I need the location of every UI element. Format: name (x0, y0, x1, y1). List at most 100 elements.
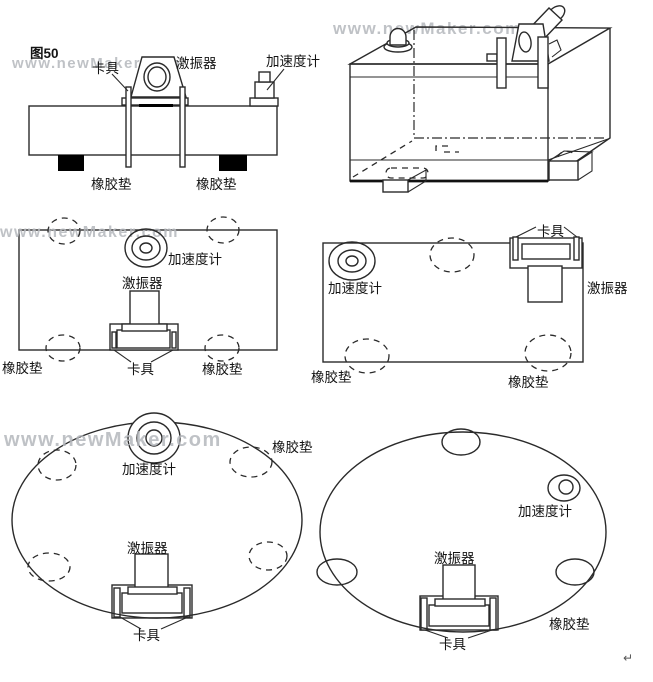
diagram-side-view: www.newMaker.com 图50 卡具 激振器 加速度计 橡胶垫 橡胶垫 (11, 46, 320, 192)
clamp-rod (496, 37, 507, 89)
clamp-jaw (171, 331, 177, 349)
exciter-clamp-assembly (111, 553, 193, 619)
contact-strip (139, 104, 173, 107)
label-rubber-pad: 橡胶垫 (508, 374, 549, 390)
rubber-pad-outline (524, 334, 572, 372)
hidden-edge (352, 140, 413, 178)
leader-line (515, 226, 537, 238)
diagram-plan-circle-left: www.newMaker.com 加速度计 橡胶垫 激振器 卡具 (3, 412, 313, 643)
watermark-text: www.newMaker.com (3, 429, 222, 451)
label-clamp: 卡具 (127, 362, 154, 377)
label-rubber-pad: 橡胶垫 (91, 176, 132, 192)
clamp-jaw (512, 236, 519, 261)
diagram-plan-circle-right: 加速度计 激振器 卡具 橡胶垫 ↵ (316, 428, 633, 665)
label-accelerometer: 加速度计 (328, 281, 382, 296)
tank-outline (319, 431, 607, 633)
rubber-pad-outline (47, 217, 81, 245)
watermark-text: www.newMaker.com (332, 19, 522, 38)
accelerometer (328, 241, 376, 281)
box-right-band (547, 138, 609, 161)
exciter-body (129, 290, 160, 326)
hidden-edge (435, 145, 451, 151)
figure-number: 图50 (30, 46, 59, 61)
rubber-pad-outline (344, 338, 390, 374)
clamp-block (521, 243, 571, 260)
rubber-pad-3d (382, 169, 427, 193)
exciter-base-plate (121, 323, 168, 332)
clamp-jaw (113, 587, 121, 618)
label-exciter: 激振器 (176, 56, 217, 71)
box-front-face (349, 63, 549, 182)
accelerometer (383, 27, 413, 53)
exciter-clamp-assembly (509, 236, 583, 303)
exciter-body (130, 56, 187, 98)
rubber-pad-outline (204, 334, 240, 362)
exciter-hole (518, 31, 532, 53)
paragraph-return-mark: ↵ (623, 651, 633, 665)
label-rubber-pad: 橡胶垫 (196, 176, 237, 192)
leader-line (160, 616, 189, 630)
label-rubber-pad: 橡胶垫 (202, 361, 243, 377)
label-accelerometer: 加速度计 (168, 252, 222, 267)
label-accelerometer: 加速度计 (122, 462, 176, 477)
hidden-pad-outline (385, 167, 429, 179)
rubber-pad-3d (548, 150, 594, 181)
rubber-pad-outline (45, 334, 81, 362)
label-exciter: 激振器 (122, 276, 163, 291)
diagram-plan-rect-left: www.newMaker.com 加速度计 激振器 卡具 橡胶垫 橡胶垫 (0, 216, 278, 377)
rubber-pad-outline (206, 216, 240, 244)
clamp-rod (125, 86, 132, 168)
exciter-coil (143, 62, 171, 92)
exciter-clamp-assembly (109, 290, 179, 351)
clamp-jaw (183, 587, 191, 618)
label-rubber-pad: 橡胶垫 (549, 616, 590, 632)
label-exciter: 激振器 (434, 551, 475, 566)
label-rubber-pad: 橡胶垫 (2, 360, 43, 376)
rubber-pad-outline (27, 552, 71, 582)
clamp-block (121, 592, 183, 614)
rubber-pad-outline (37, 449, 77, 481)
beam-outline (28, 105, 278, 156)
leader-line (150, 349, 174, 363)
label-rubber-pad: 橡胶垫 (311, 369, 352, 385)
label-accelerometer: 加速度计 (266, 54, 320, 69)
rubber-pad-outline (429, 237, 475, 273)
leader-line (266, 68, 285, 91)
leader-line (113, 349, 132, 363)
exciter-body (442, 564, 476, 601)
plate-outline (322, 242, 584, 363)
exciter-body (134, 553, 169, 589)
label-exciter: 激振器 (127, 541, 168, 556)
diagram-plan-rect-right: 卡具 激振器 加速度计 橡胶垫 橡胶垫 (311, 224, 628, 390)
label-clamp: 卡具 (439, 637, 466, 652)
accelerometer (124, 228, 168, 268)
leader-line (424, 629, 449, 639)
clamp-block (116, 329, 171, 349)
accelerometer (127, 412, 181, 464)
exciter-clamp-assembly (419, 564, 499, 631)
rubber-pad (58, 155, 84, 171)
leader-line (467, 629, 493, 639)
exciter-base-plate (434, 598, 486, 607)
rubber-pad-outline (229, 446, 273, 478)
watermark-text: www.newMaker.com (11, 55, 181, 72)
label-accelerometer: 加速度计 (518, 504, 572, 519)
rubber-pad-outline (316, 558, 358, 586)
leader-line (111, 73, 129, 92)
clamp-rod (179, 86, 186, 168)
watermark-text: www.newMaker.com (0, 224, 179, 241)
accelerometer-base (249, 97, 279, 107)
clamp-jaw (111, 331, 117, 349)
clamp-tab (486, 53, 498, 62)
label-clamp: 卡具 (537, 224, 564, 239)
accelerometer-tip (258, 71, 271, 83)
leader-line (119, 616, 142, 630)
clamp-jaw (489, 597, 497, 631)
clamp-block (428, 604, 490, 627)
rubber-pad (219, 155, 247, 171)
rubber-pad-outline (441, 428, 481, 456)
clamp-jaw (573, 236, 580, 261)
exciter-coil-inner (147, 66, 167, 88)
